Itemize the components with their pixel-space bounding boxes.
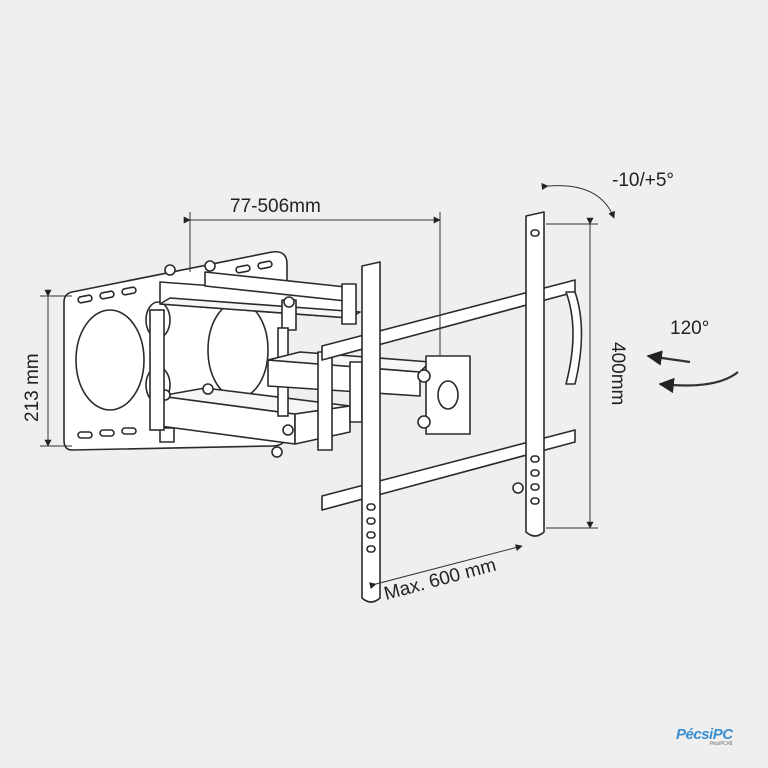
vertical-spacing-label: 400mm	[607, 342, 628, 405]
max-width-label: Max. 600 mm	[382, 555, 499, 605]
swivel-label: 120°	[670, 318, 709, 339]
arm-extension-label: 77-506mm	[230, 196, 321, 217]
wall-plate-height-label: 213 mm	[22, 353, 43, 422]
dimension-lines	[40, 182, 739, 589]
middle-arm	[267, 351, 431, 451]
watermark-brand: PécsiPC	[676, 726, 733, 743]
watermark-tagline: Pécsi PC Kft.	[709, 741, 733, 747]
tilt-head	[417, 355, 471, 435]
tilt-label: -10/+5°	[612, 170, 674, 191]
upper-arm	[159, 260, 361, 331]
watermark-logo: PécsiPC Pécsi PC Kft.	[676, 726, 733, 747]
tv-bracket	[321, 211, 583, 603]
